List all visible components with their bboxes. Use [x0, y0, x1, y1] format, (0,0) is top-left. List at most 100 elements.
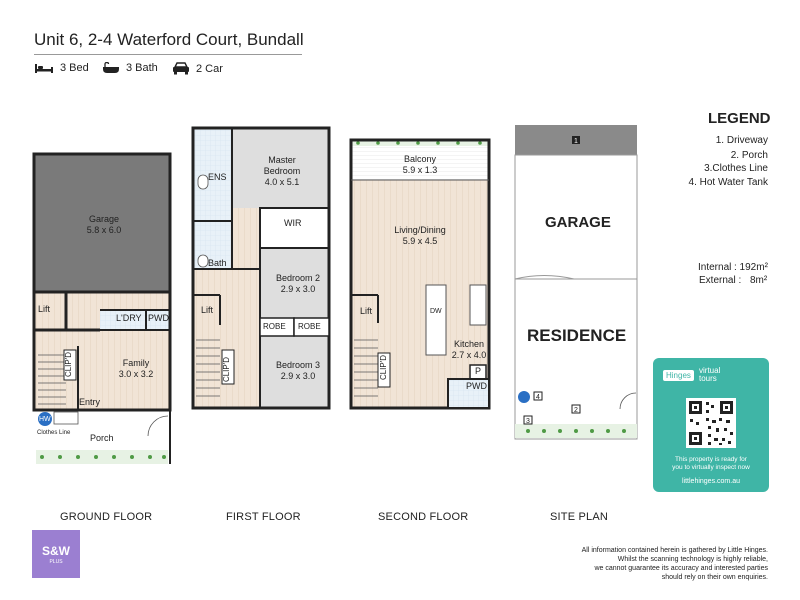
room-bedroom2: Bedroom 2 2.9 x 3.0 — [275, 273, 321, 294]
first-cupboard — [221, 349, 235, 385]
room-bedroom3: Bedroom 3 2.9 x 3.0 — [275, 360, 321, 381]
room-kitchen: Kitchen 2.7 x 4.0 — [451, 339, 487, 360]
room-robe-two: ROBE — [298, 322, 321, 331]
caption-second-floor: SECOND FLOOR — [378, 511, 469, 523]
legend-heading: LEGEND — [708, 110, 771, 127]
room-ensuite: ENS — [208, 172, 227, 182]
hinges-badge: Hinges — [663, 370, 694, 381]
feature-beds-label: 3 Bed — [60, 62, 89, 74]
ground-cupboard — [63, 349, 77, 381]
site-marker-1: 1 — [574, 138, 578, 145]
site-garage — [514, 154, 638, 280]
qr-code-icon[interactable] — [686, 398, 736, 448]
room-second-clip: CLIP'D — [379, 354, 389, 381]
hot-water-tank — [38, 412, 52, 426]
virtual-tour-message: This property is ready for you to virtua… — [672, 456, 750, 471]
virtual-tour-url[interactable]: littlehinges.com.au — [682, 478, 740, 485]
site-marker-3: 3 — [526, 418, 530, 425]
ground-stairs — [38, 354, 66, 405]
room-garage: Garage 5.8 x 6.0 — [86, 214, 122, 235]
feature-cars-label: 2 Car — [196, 62, 223, 75]
balcony-shrubs — [356, 141, 482, 145]
garden-shrubs — [40, 455, 166, 459]
room-porch: Porch — [90, 433, 114, 443]
site-hot-water — [518, 391, 530, 403]
garage-floor — [34, 154, 170, 292]
virtual-tours-label: virtual tours — [699, 366, 721, 383]
second-pwd — [447, 378, 490, 409]
kitchen-island — [425, 284, 447, 356]
balcony-floor — [351, 140, 489, 180]
room-dishwasher: DW — [430, 308, 442, 315]
wir-floor — [260, 208, 329, 248]
area-external-label: External : — [699, 275, 742, 286]
balcony-planter — [351, 140, 489, 146]
second-cupboard — [377, 352, 391, 388]
logo-main-text: S&W — [42, 544, 70, 558]
site-marker-2: 2 — [574, 407, 578, 414]
site-plan — [514, 125, 638, 440]
property-title: Unit 6, 2-4 Waterford Court, Bundall — [34, 30, 304, 49]
room-ground-lift: Lift — [38, 304, 51, 314]
room-balcony: Balcony 5.9 x 1.3 — [402, 154, 438, 175]
master-bedroom-floor — [232, 128, 329, 208]
room-second-lift: Lift — [360, 306, 373, 316]
clothes-line — [53, 411, 79, 425]
room-laundry: L'DRY — [116, 313, 142, 323]
ground-outer-wall — [32, 152, 172, 412]
robe-two — [293, 317, 330, 337]
marker-clothes-line — [523, 415, 533, 425]
first-stairs — [196, 339, 220, 397]
feature-beds: 3 Bed — [34, 62, 89, 74]
garden-strip — [36, 450, 168, 464]
site-garage-label: GARAGE — [545, 214, 611, 231]
virtual-tour-card[interactable]: Hinges virtual tours This property is re… — [653, 358, 769, 492]
bedroom3-floor — [260, 338, 329, 408]
room-first-clip: CLIP'D — [222, 356, 232, 383]
legend-item-porch: 2. Porch — [730, 150, 768, 161]
room-bath: Bath — [208, 258, 227, 268]
caption-site-plan: SITE PLAN — [550, 511, 609, 523]
room-master-bedroom: Master Bedroom 4.0 x 5.1 — [263, 155, 301, 187]
room-hw: HW — [39, 416, 51, 423]
area-external-value: 8m² — [750, 275, 768, 286]
area-internal-label: Internal — [698, 262, 732, 273]
second-floor-plan — [349, 138, 491, 410]
first-floor-plan — [191, 126, 331, 410]
feature-baths-label: 3 Bath — [126, 62, 158, 74]
car-icon — [173, 62, 189, 75]
room-clothes-line: Clothes Line — [37, 430, 71, 436]
marker-driveway — [572, 136, 580, 144]
ensuite-floor — [193, 128, 232, 221]
bath-toilet — [197, 254, 209, 268]
caption-first-floor: FIRST FLOOR — [226, 511, 301, 523]
second-outer-wall — [349, 138, 491, 410]
room-family: Family 3.0 x 3.2 — [118, 358, 154, 379]
room-ground-clip: CLIP'D — [64, 351, 74, 378]
area-internal-value: : 192m² — [734, 262, 768, 273]
laundry-floor — [100, 310, 170, 330]
site-shrubs — [526, 429, 626, 433]
bath-icon — [103, 62, 119, 73]
legend-item-hot-water: 4. Hot Water Tank — [688, 177, 768, 188]
site-door-swing — [619, 392, 637, 410]
room-living-dining: Living/Dining 5.9 x 4.5 — [394, 225, 446, 246]
disclaimer-text: All information contained herein is gath… — [581, 547, 768, 581]
room-wir: WIR — [284, 218, 302, 228]
ground-floor-plan — [32, 152, 172, 464]
marker-hot-water — [533, 391, 543, 401]
room-ground-pwd: PWD — [148, 313, 169, 323]
room-second-pwd: PWD — [466, 381, 487, 391]
ensuite-toilet — [197, 174, 209, 190]
marker-porch — [571, 404, 581, 414]
logo-sub-text: PLUS — [49, 559, 63, 565]
title-divider — [34, 54, 302, 55]
legend-item-clothes-line: 3.Clothes Line — [704, 163, 768, 174]
site-residence-label: RESIDENCE — [527, 326, 627, 345]
kitchen-bench — [469, 284, 487, 326]
second-stairs — [354, 339, 378, 397]
feature-baths: 3 Bath — [102, 62, 158, 74]
room-pantry: P — [475, 366, 482, 376]
room-entry: Entry — [79, 397, 101, 407]
legend-item-driveway: 1. Driveway — [715, 135, 768, 146]
